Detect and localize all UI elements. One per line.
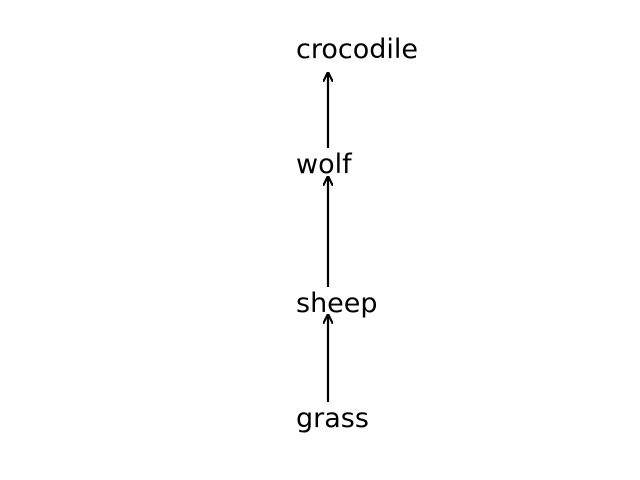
- node-grass: grass: [296, 403, 369, 434]
- node-crocodile: crocodile: [296, 34, 418, 65]
- node-wolf: wolf: [296, 149, 353, 180]
- node-sheep: sheep: [296, 288, 378, 319]
